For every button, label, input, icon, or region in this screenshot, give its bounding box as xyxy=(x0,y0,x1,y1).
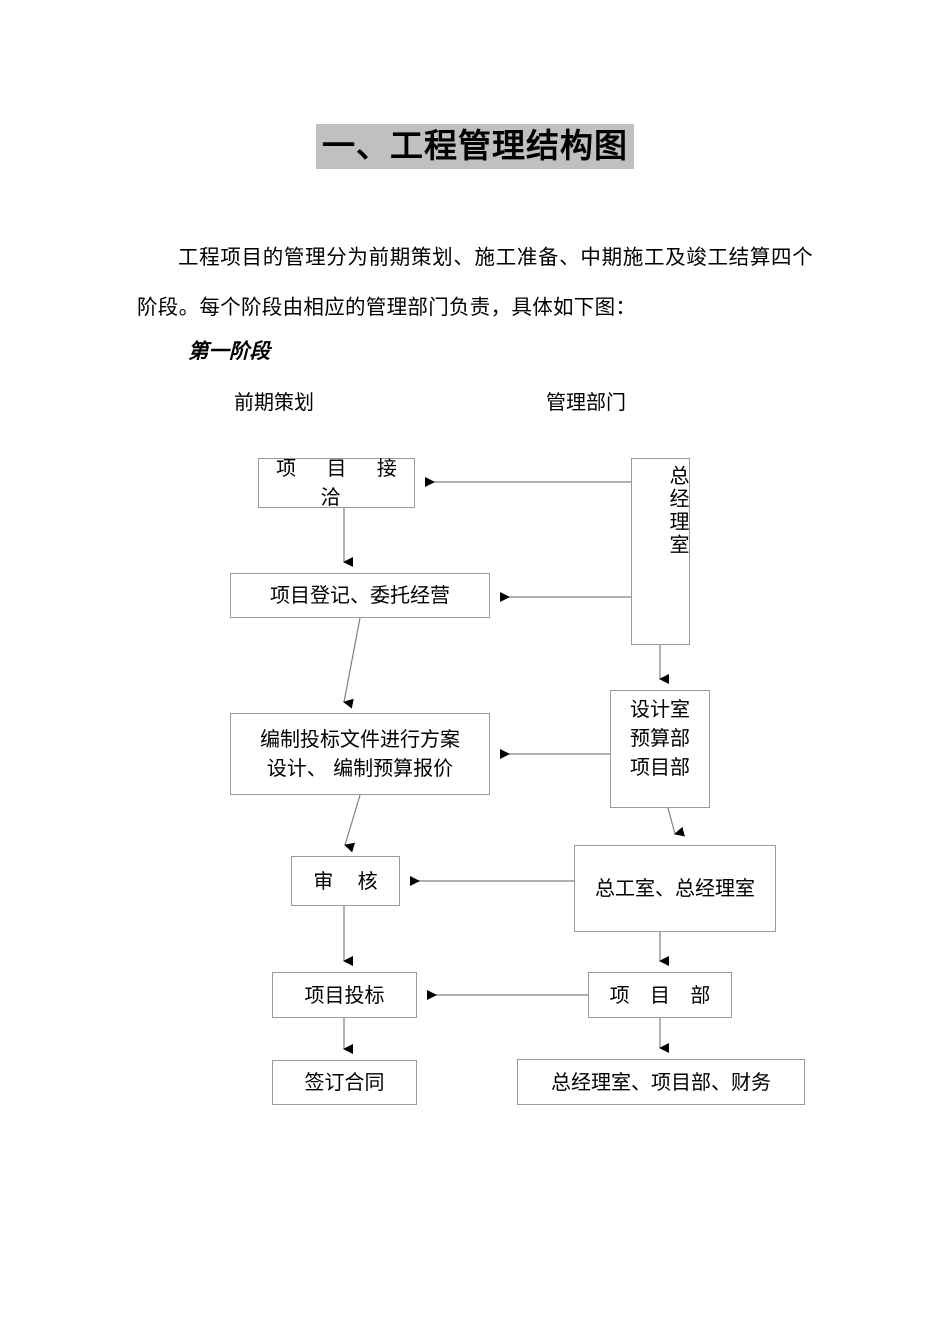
flow-node-project-bidding[interactable]: 项目投标 xyxy=(272,972,417,1018)
flow-node-sign-contract[interactable]: 签订合同 xyxy=(272,1060,417,1105)
flow-node-project-contact[interactable]: 项 目 接 洽 xyxy=(258,456,415,509)
page-title: 一、工程管理结构图 xyxy=(0,124,950,169)
flow-node-tender-document[interactable]: 编制投标文件进行方案 设计、 编制预算报价 xyxy=(230,713,490,795)
body-paragraph: 工程项目的管理分为前期策划、施工准备、中期施工及竣工结算四个阶段。每个阶段由相应… xyxy=(137,245,813,319)
stage-label: 第一阶段 xyxy=(188,339,270,363)
column-header-left: 前期策划 xyxy=(234,390,314,414)
flow-node-project-registration[interactable]: 项目登记、委托经营 xyxy=(230,573,490,618)
flow-node-general-manager-office[interactable]: 总经理室 xyxy=(631,458,690,645)
flow-node-review[interactable]: 审 核 xyxy=(291,856,400,906)
page-title-text: 一、工程管理结构图 xyxy=(316,124,634,169)
flow-node-design-budget-project[interactable]: 设计室 预算部 项目部 xyxy=(610,690,710,808)
flow-node-chief-engineer-office[interactable]: 总工室、总经理室 xyxy=(574,845,776,932)
connector-design-to-chief xyxy=(667,807,685,837)
flow-node-gm-project-finance[interactable]: 总经理室、项目部、财务 xyxy=(517,1059,805,1105)
flow-node-project-department[interactable]: 项 目 部 xyxy=(588,972,732,1018)
column-header-right: 管理部门 xyxy=(546,390,626,414)
connector-tender-to-review xyxy=(344,794,361,853)
connector-registration-to-tender xyxy=(343,617,361,709)
